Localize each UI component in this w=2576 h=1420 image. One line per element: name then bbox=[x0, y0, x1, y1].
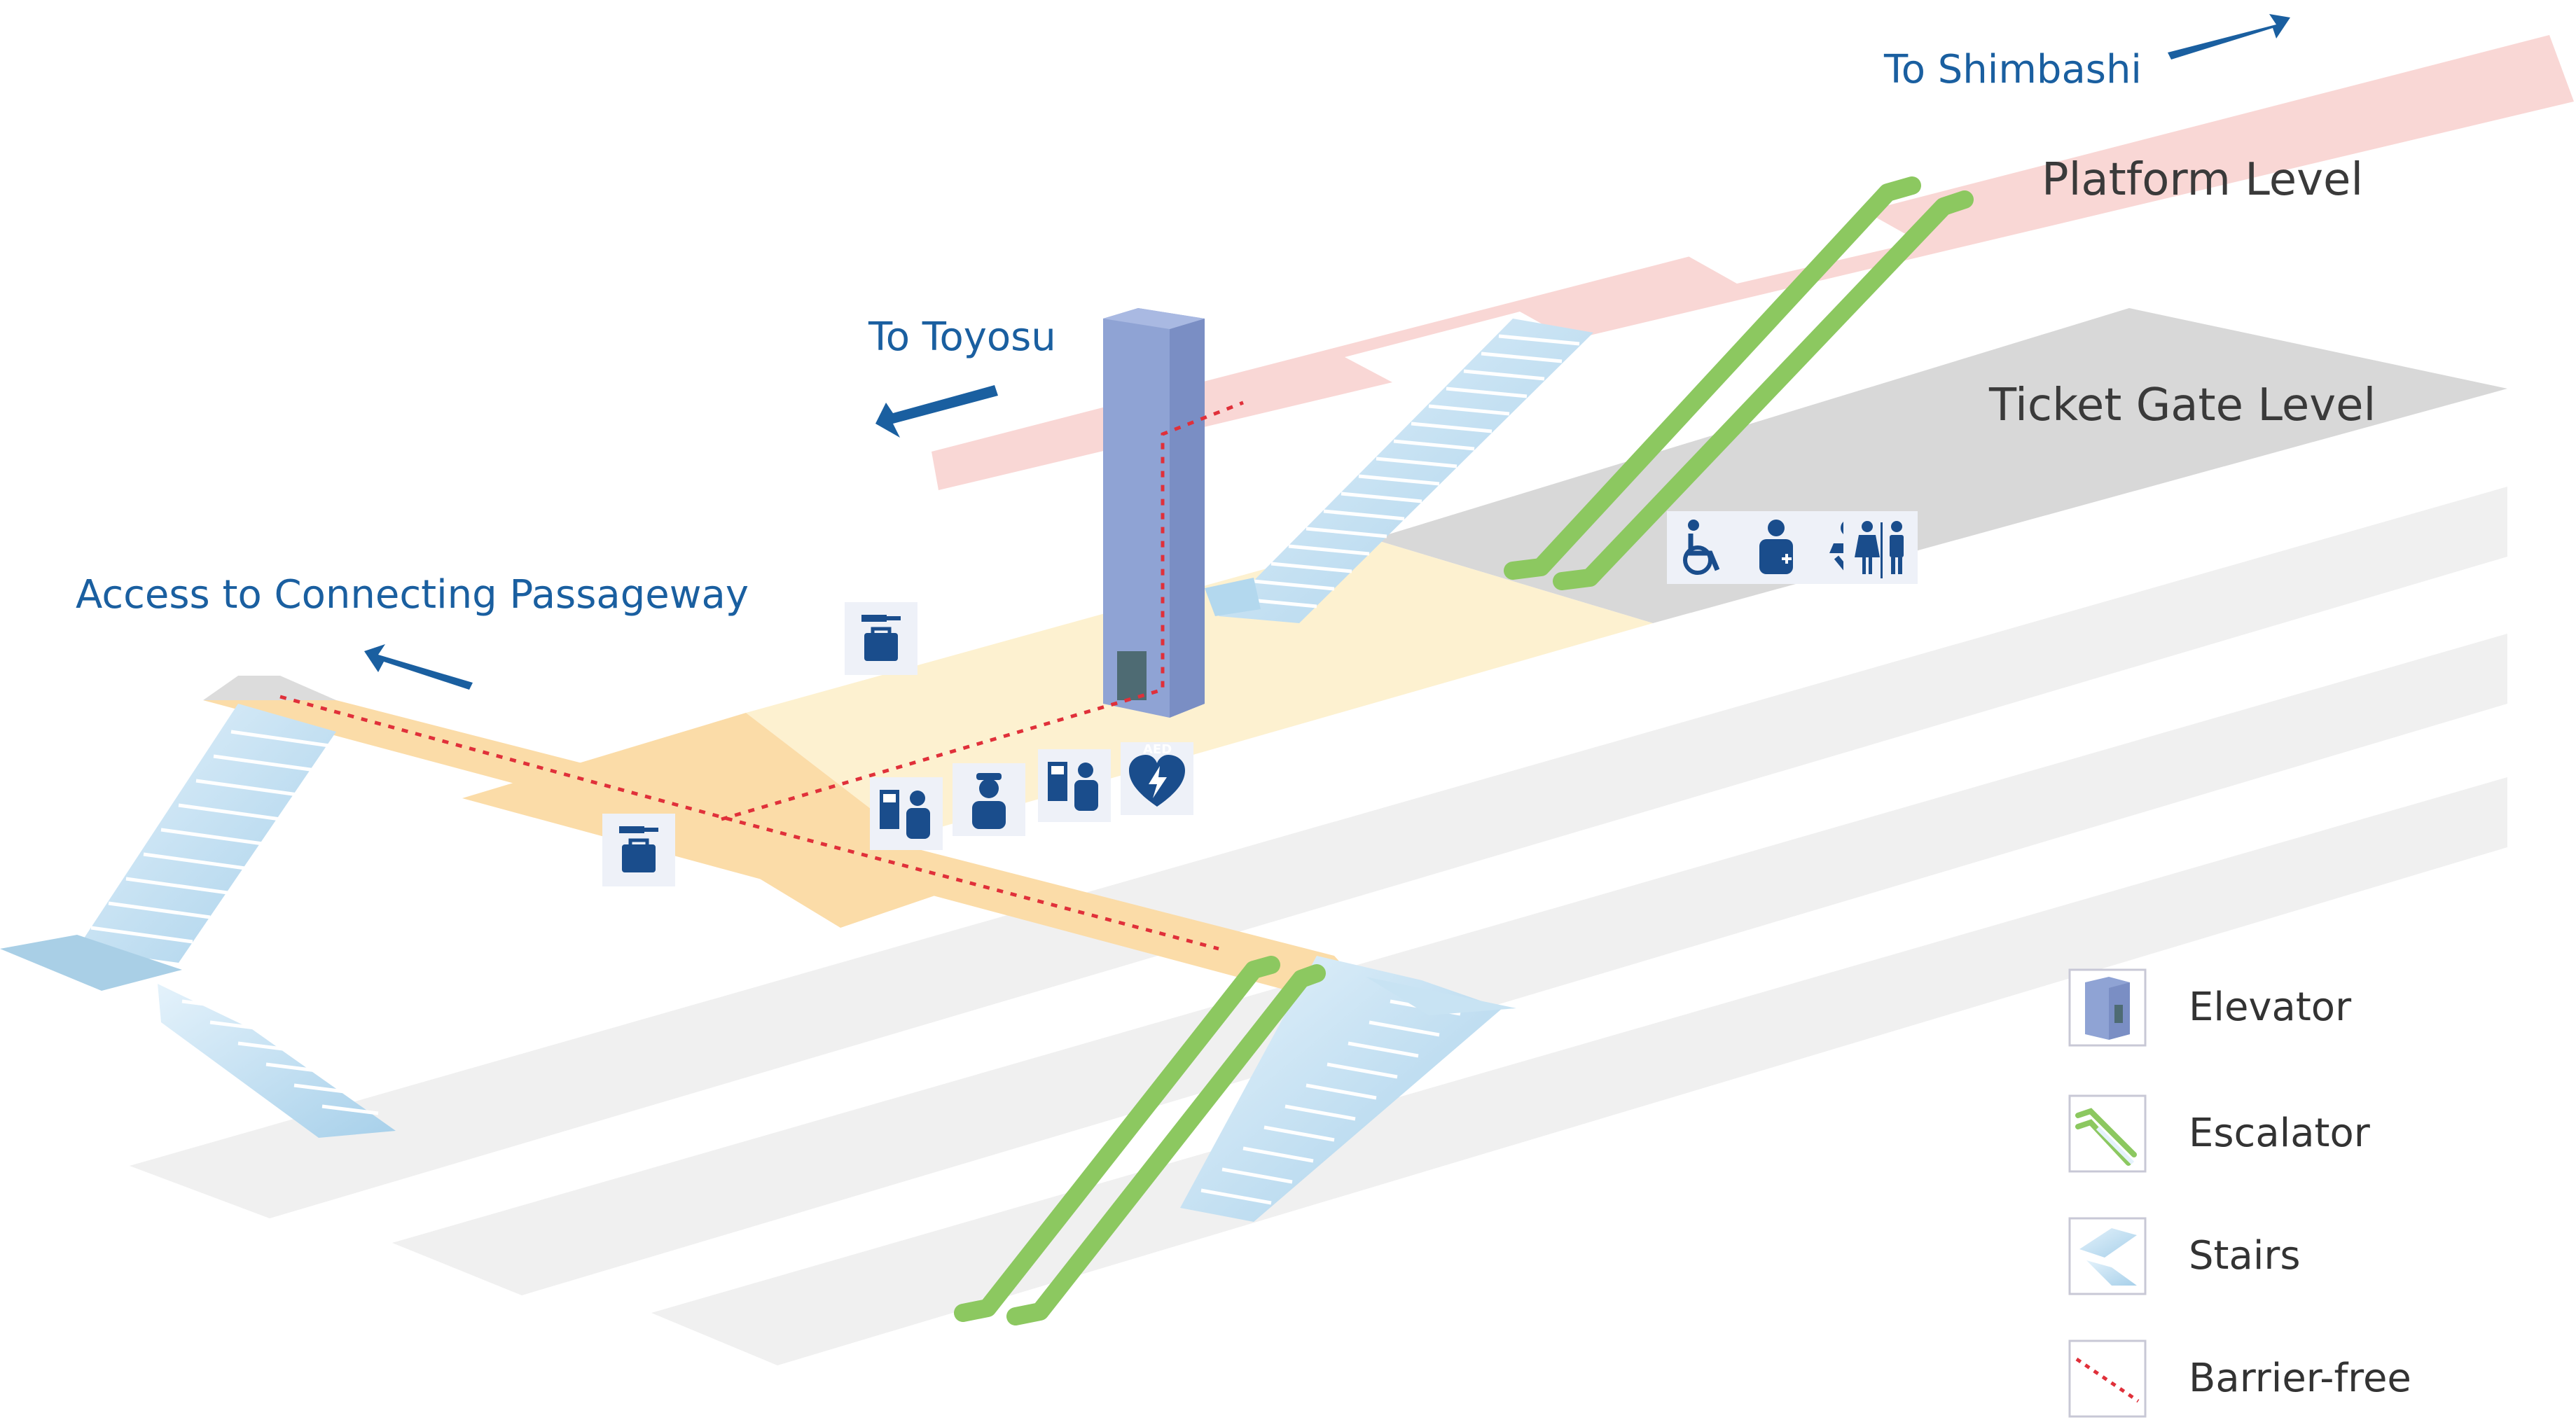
arrow-passageway-icon bbox=[364, 644, 473, 690]
stairs-icon bbox=[2068, 1217, 2147, 1295]
facility-icons: AED bbox=[602, 511, 1918, 886]
direction-arrows bbox=[364, 14, 2290, 690]
elevator-door bbox=[1117, 651, 1147, 700]
aed-text: AED bbox=[1143, 742, 1172, 757]
aed-icon: AED bbox=[1121, 742, 1193, 815]
arrow-shimbashi-icon bbox=[2168, 14, 2290, 60]
passage-end bbox=[203, 676, 336, 700]
track-band bbox=[392, 634, 2507, 1295]
multipurpose-toilet-icon bbox=[1740, 511, 1813, 584]
ticket-gate-level-label: Ticket Gate Level bbox=[1988, 380, 2376, 431]
legend: Elevator Escalator Stairs Barrier-free bbox=[2068, 968, 2411, 1418]
coin-locker-icon bbox=[602, 814, 675, 886]
legend-item-elevator: Elevator bbox=[2068, 968, 2352, 1047]
stairs-landing bbox=[0, 935, 182, 991]
legend-label: Stairs bbox=[2189, 1233, 2301, 1279]
to-toyosu-label: To Toyosu bbox=[868, 314, 1056, 360]
fare-adjustment-machine-icon bbox=[1038, 749, 1111, 822]
legend-item-barrier-free: Barrier-free bbox=[2068, 1339, 2411, 1418]
legend-item-stairs: Stairs bbox=[2068, 1217, 2301, 1295]
barrier-free-icon bbox=[2075, 1357, 2140, 1403]
wheelchair-icon bbox=[1667, 511, 1740, 584]
legend-label: Escalator bbox=[2189, 1111, 2371, 1156]
escalator-upper bbox=[1504, 176, 1974, 590]
track-band bbox=[130, 487, 2507, 1218]
to-shimbashi-label: To Shimbashi bbox=[1883, 47, 2142, 92]
barrier-free-route bbox=[279, 401, 1244, 951]
legend-item-escalator: Escalator bbox=[2068, 1094, 2371, 1173]
access-passageway-label: Access to Connecting Passageway bbox=[76, 572, 749, 618]
toilet-icon bbox=[1845, 511, 1918, 584]
escalator-lower bbox=[954, 956, 1326, 1325]
elevator-shaft bbox=[1103, 308, 1205, 718]
station-staff-icon bbox=[953, 763, 1025, 836]
ticket-machine-icon bbox=[870, 777, 943, 850]
platform-level-label: Platform Level bbox=[2042, 154, 2363, 206]
legend-label: Elevator bbox=[2189, 984, 2352, 1030]
ticket-gate-level bbox=[1373, 308, 2507, 623]
concourse-passage bbox=[203, 700, 1366, 991]
escalator-icon bbox=[2068, 1094, 2147, 1173]
coin-locker-icon bbox=[845, 602, 917, 675]
stairs bbox=[0, 319, 1593, 1222]
arrow-toyosu-icon bbox=[875, 385, 998, 438]
legend-label: Barrier-free bbox=[2189, 1356, 2411, 1401]
